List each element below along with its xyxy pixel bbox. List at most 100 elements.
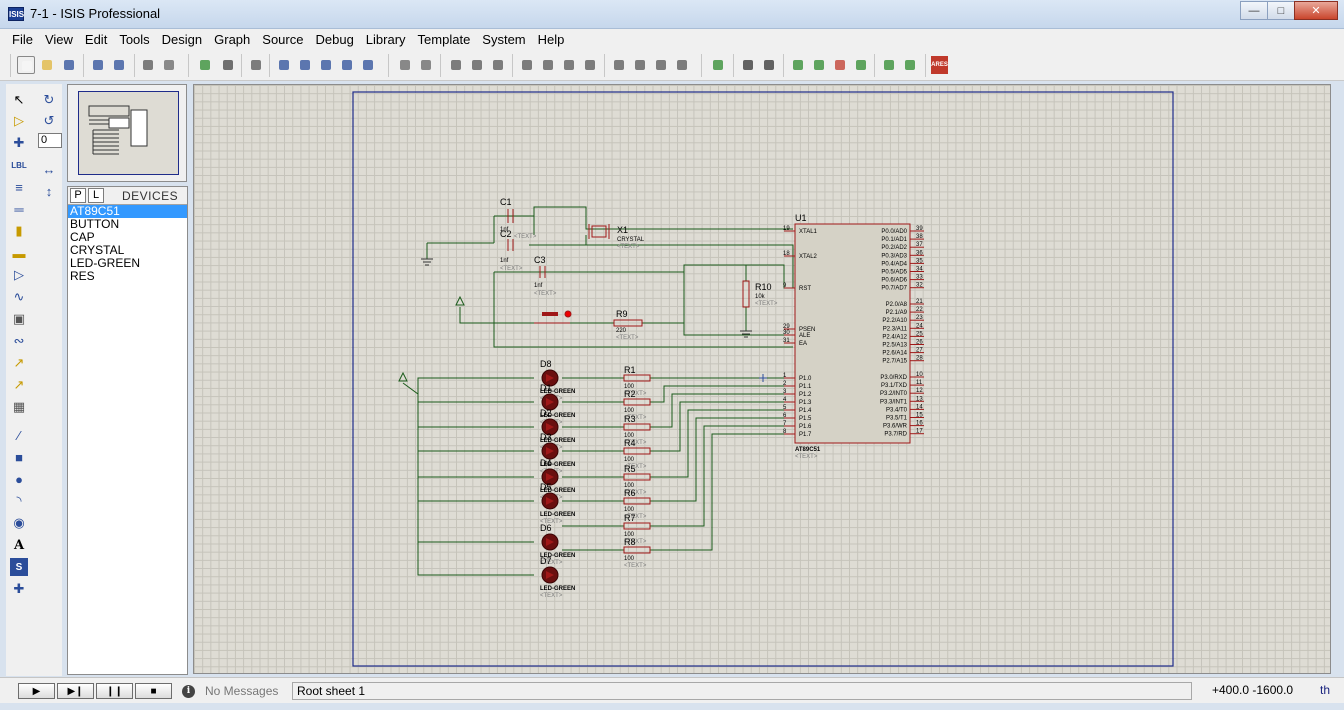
search-tag-icon[interactable] bbox=[739, 56, 757, 74]
button[interactable] bbox=[534, 310, 572, 324]
subcircuit-icon[interactable]: ▮ bbox=[15, 223, 23, 238]
zoom-in-icon[interactable] bbox=[296, 56, 314, 74]
menu-help[interactable]: Help bbox=[537, 32, 565, 47]
maximize-button[interactable]: □ bbox=[1267, 1, 1295, 20]
device-pins-icon[interactable]: ▷ bbox=[14, 267, 24, 282]
arc-tool-icon[interactable]: ◝ bbox=[16, 493, 22, 508]
selection-mode-icon[interactable]: ↖ bbox=[13, 92, 25, 107]
print-icon[interactable] bbox=[139, 56, 157, 74]
menu-template[interactable]: Template bbox=[417, 32, 471, 47]
device-item[interactable]: RES bbox=[70, 269, 95, 283]
stop-button[interactable]: ■ bbox=[135, 683, 172, 699]
junction-dot-icon[interactable]: ✚ bbox=[13, 135, 25, 150]
capacitor-c3[interactable]: C3 1nf <TEXT> bbox=[534, 255, 557, 297]
menu-file[interactable]: File bbox=[12, 32, 33, 47]
block-move-icon[interactable] bbox=[539, 56, 557, 74]
add-sheet-icon[interactable] bbox=[810, 56, 828, 74]
overview-window[interactable] bbox=[67, 84, 187, 182]
pan-icon[interactable] bbox=[275, 56, 293, 74]
device-item[interactable]: CRYSTAL bbox=[70, 243, 125, 257]
component-mode-icon[interactable]: ▷ bbox=[14, 113, 24, 128]
capacitor-c2[interactable]: C2 1nf <TEXT> bbox=[500, 229, 523, 272]
mirror-x-icon[interactable]: ↔ bbox=[42, 161, 56, 177]
library-manager-button[interactable]: L bbox=[88, 188, 104, 203]
resistor-r10[interactable]: R10 10k <TEXT> bbox=[742, 280, 778, 308]
menu-graph[interactable]: Graph bbox=[214, 32, 251, 47]
voltage-probe-icon[interactable]: ↗ bbox=[13, 355, 25, 370]
capacitor-c1[interactable]: C1 1nf <TEXT> bbox=[500, 197, 537, 240]
pick-devices-button[interactable]: P bbox=[70, 188, 86, 203]
device-item[interactable]: AT89C51 bbox=[68, 205, 187, 218]
messages-area[interactable]: i No Messages bbox=[182, 683, 282, 699]
zoom-all-icon[interactable] bbox=[338, 56, 356, 74]
device-item[interactable]: LED-GREEN bbox=[70, 256, 141, 270]
virtual-instruments-icon[interactable]: ▦ bbox=[12, 399, 26, 414]
crystal-x1[interactable]: X1 CRYSTAL <TEXT> bbox=[588, 224, 645, 250]
menu-library[interactable]: Library bbox=[365, 32, 406, 47]
redraw-icon[interactable] bbox=[196, 56, 214, 74]
paste-icon[interactable] bbox=[489, 56, 507, 74]
device-item[interactable]: BUTTON bbox=[70, 217, 120, 231]
wire-autorouter-icon[interactable] bbox=[709, 56, 727, 74]
wire-label-icon[interactable]: LBL bbox=[11, 160, 27, 170]
package-tool-icon[interactable] bbox=[652, 56, 670, 74]
zoom-area-icon[interactable] bbox=[359, 56, 377, 74]
tape-recorder-icon[interactable]: ▣ bbox=[12, 311, 26, 326]
origin-icon[interactable] bbox=[247, 56, 265, 74]
menu-view[interactable]: View bbox=[44, 32, 73, 47]
pick-device-icon[interactable] bbox=[610, 56, 628, 74]
text-script-icon[interactable]: ≡ bbox=[15, 179, 23, 195]
exit-to-parent-icon[interactable] bbox=[852, 56, 870, 74]
path-tool-icon[interactable]: ◉ bbox=[13, 515, 25, 530]
new-file-icon[interactable] bbox=[17, 56, 35, 74]
menu-debug[interactable]: Debug bbox=[315, 32, 354, 47]
play-button[interactable]: ▶ bbox=[18, 683, 55, 699]
redo-icon[interactable] bbox=[417, 56, 435, 74]
copy-icon[interactable] bbox=[468, 56, 486, 74]
pause-button[interactable]: ❙❙ bbox=[96, 683, 133, 699]
box-tool-icon[interactable]: ■ bbox=[15, 449, 23, 465]
menu-design[interactable]: Design bbox=[161, 32, 203, 47]
symbol-tool-icon[interactable]: S bbox=[10, 558, 28, 576]
property-assign-icon[interactable] bbox=[760, 56, 778, 74]
block-rotate-icon[interactable] bbox=[560, 56, 578, 74]
marker-tool-icon[interactable]: ✚ bbox=[13, 581, 25, 596]
circle-tool-icon[interactable]: ● bbox=[15, 471, 23, 487]
rotate-anticlockwise-icon[interactable]: ↺ bbox=[43, 113, 55, 128]
mirror-y-icon[interactable]: ↕ bbox=[45, 183, 53, 199]
rotate-clockwise-icon[interactable]: ↻ bbox=[43, 92, 55, 107]
close-button[interactable]: ✕ bbox=[1294, 1, 1338, 20]
grid-icon[interactable] bbox=[219, 56, 237, 74]
minimize-button[interactable]: — bbox=[1240, 1, 1268, 20]
menu-system[interactable]: System bbox=[482, 32, 526, 47]
set-area-icon[interactable] bbox=[160, 56, 178, 74]
bus-icon[interactable]: ═ bbox=[14, 201, 24, 217]
make-device-icon[interactable] bbox=[631, 56, 649, 74]
line-tool-icon[interactable]: ∕ bbox=[17, 427, 21, 443]
cut-icon[interactable] bbox=[447, 56, 465, 74]
electrical-check-icon[interactable] bbox=[901, 56, 919, 74]
open-folder-icon[interactable] bbox=[38, 56, 56, 74]
step-button[interactable]: ▶❙ bbox=[57, 683, 94, 699]
zoom-out-icon[interactable] bbox=[317, 56, 335, 74]
menu-tools[interactable]: Tools bbox=[119, 32, 150, 47]
current-probe-icon[interactable]: ↗ bbox=[13, 377, 25, 392]
undo-icon[interactable] bbox=[396, 56, 414, 74]
block-copy-icon[interactable] bbox=[518, 56, 536, 74]
schematic-canvas[interactable]: X1 CRYSTAL <TEXT> C1 1nf <TEXT> C2 1nf <… bbox=[193, 84, 1331, 674]
terminals-icon[interactable]: ▬ bbox=[12, 245, 26, 261]
ares-icon[interactable]: ARES bbox=[931, 56, 948, 74]
remove-sheet-icon[interactable] bbox=[831, 56, 849, 74]
new-sheet-icon[interactable] bbox=[789, 56, 807, 74]
bill-of-materials-icon[interactable] bbox=[880, 56, 898, 74]
rotation-angle-input[interactable]: 0 bbox=[38, 133, 62, 148]
menu-edit[interactable]: Edit bbox=[84, 32, 108, 47]
